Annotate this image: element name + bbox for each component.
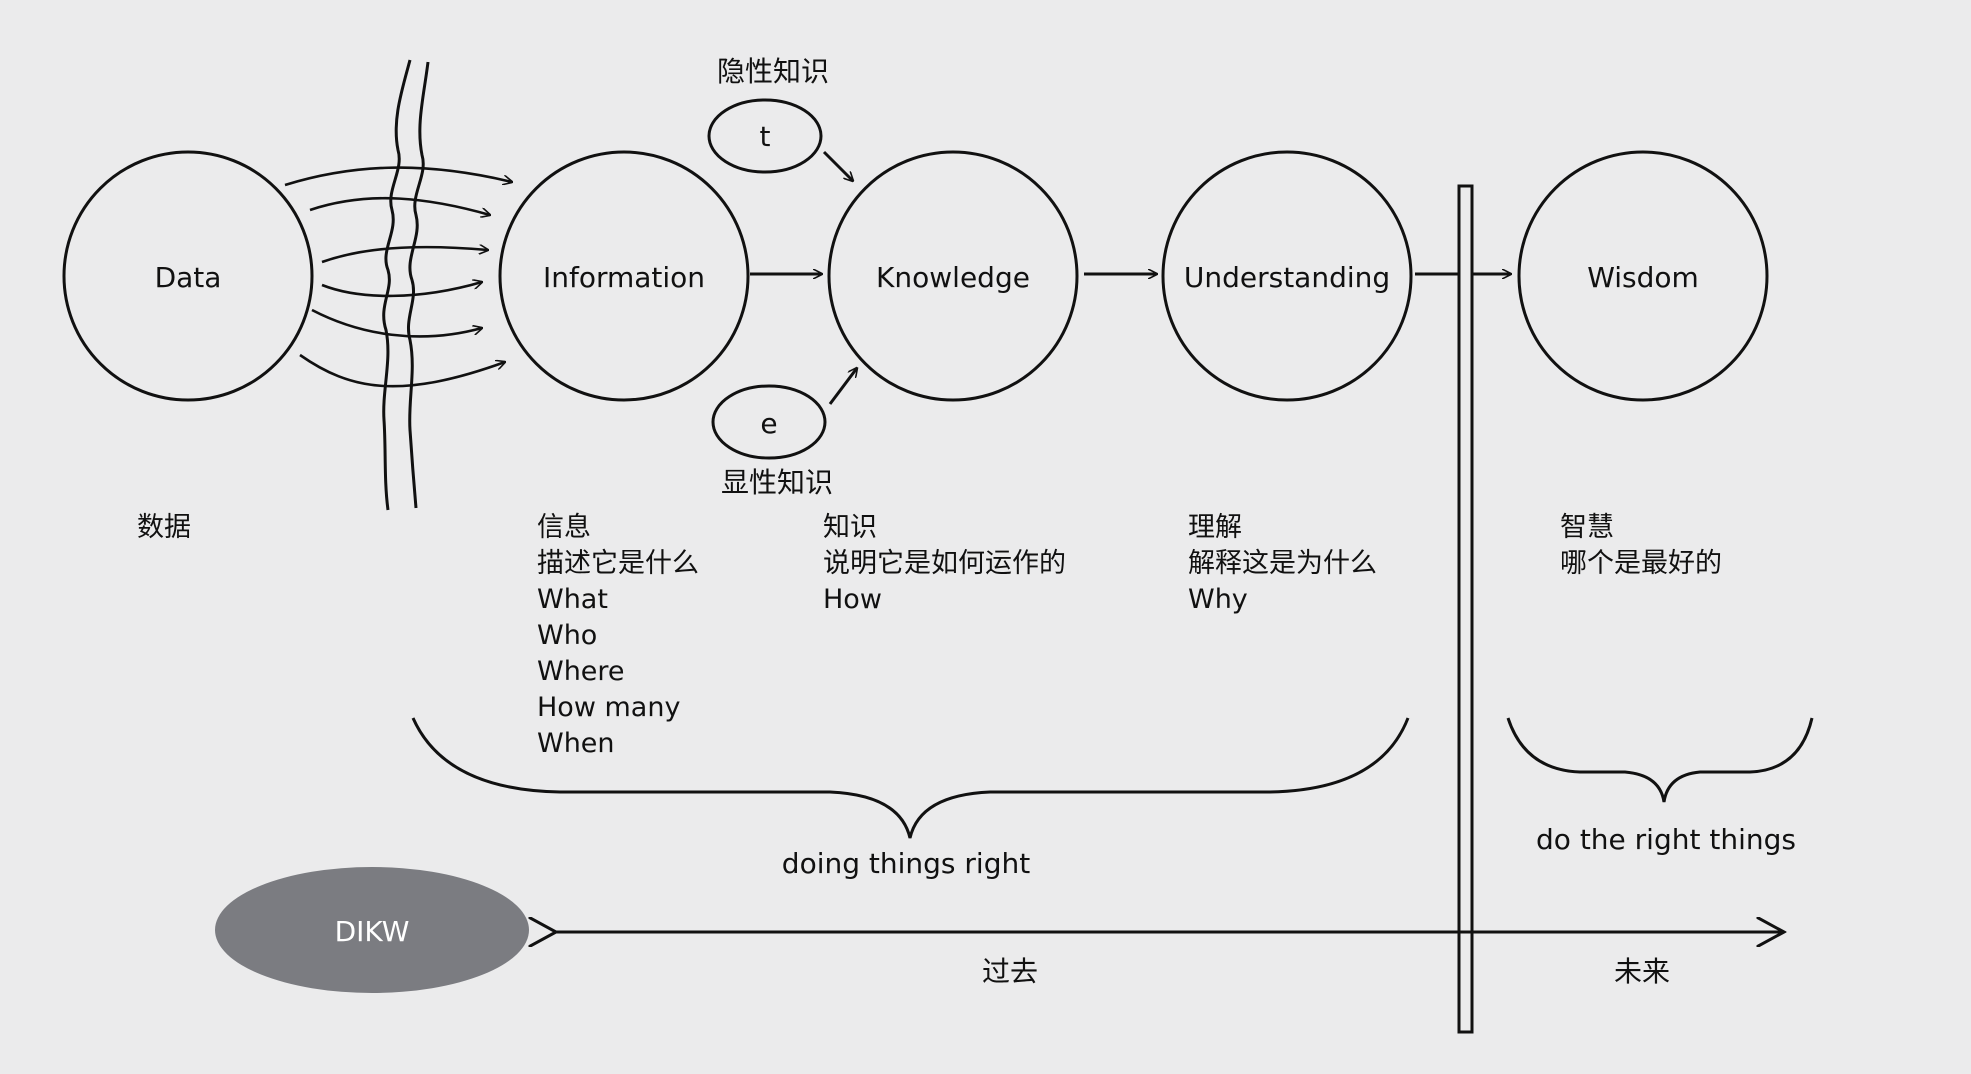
chain-arrows [750, 150, 1511, 405]
node-label-knowledge: Knowledge [876, 261, 1030, 294]
tacit-ellipse [707, 98, 823, 174]
wisdom-desc-line: 智慧 [1560, 512, 1614, 543]
right-brace [1506, 717, 1814, 803]
timeline-past-label: 过去 [981, 955, 1039, 988]
data-flow-arrows [284, 166, 512, 388]
wisdom-desc-line: 哪个是最好的 [1560, 548, 1722, 579]
node-label-understanding: Understanding [1183, 261, 1391, 294]
information-desc-line: Where [537, 656, 625, 687]
data-desc-line: 数据 [137, 512, 191, 543]
information-desc-line: When [537, 728, 615, 759]
understanding-desc-line: 理解 [1188, 512, 1242, 543]
understanding-desc-line: 解释这是为什么 [1188, 548, 1377, 579]
information-desc-line: What [537, 584, 608, 615]
knowledge-desc-line: How [823, 584, 882, 615]
knowledge-desc-line: 说明它是如何运作的 [823, 548, 1066, 579]
understanding-desc-line: Why [1188, 584, 1248, 615]
left-brace-label: doing things right [781, 847, 1031, 880]
node-label-wisdom: Wisdom [1587, 261, 1699, 294]
information-description: 信息 描述它是什么 What Who Where How many When [537, 510, 699, 762]
filter-line-right [407, 61, 430, 509]
wisdom-description: 智慧 哪个是最好的 [1560, 510, 1722, 582]
knowledge-desc-line: 知识 [823, 512, 877, 543]
dikw-badge [215, 867, 529, 993]
data-description: 数据 [137, 510, 191, 546]
time-barrier [1457, 184, 1474, 1034]
information-desc-line: How many [537, 692, 681, 723]
right-brace-label: do the right things [1536, 823, 1796, 856]
wisdom-circle [1517, 150, 1769, 402]
knowledge-circle [827, 150, 1079, 402]
explicit-symbol: e [760, 407, 778, 440]
information-desc-line: Who [537, 620, 598, 651]
explicit-label: 显性知识 [720, 466, 834, 499]
information-circle [498, 150, 750, 402]
timeline-future-label: 未来 [1613, 955, 1671, 988]
tacit-label: 隐性知识 [716, 55, 830, 88]
explicit-ellipse [711, 384, 827, 460]
information-desc-line: 信息 [537, 512, 591, 543]
filter-line-left [382, 59, 412, 511]
understanding-description: 理解 解释这是为什么 Why [1188, 510, 1377, 618]
understanding-circle [1161, 150, 1413, 402]
left-brace [411, 717, 1410, 839]
data-circle [62, 150, 314, 402]
knowledge-description: 知识 说明它是如何运作的 How [823, 510, 1066, 618]
node-label-information: Information [542, 261, 706, 294]
dikw-badge-label: DIKW [334, 915, 410, 948]
tacit-symbol: t [759, 120, 771, 153]
information-desc-line: 描述它是什么 [537, 548, 699, 579]
node-label-data: Data [154, 261, 222, 294]
